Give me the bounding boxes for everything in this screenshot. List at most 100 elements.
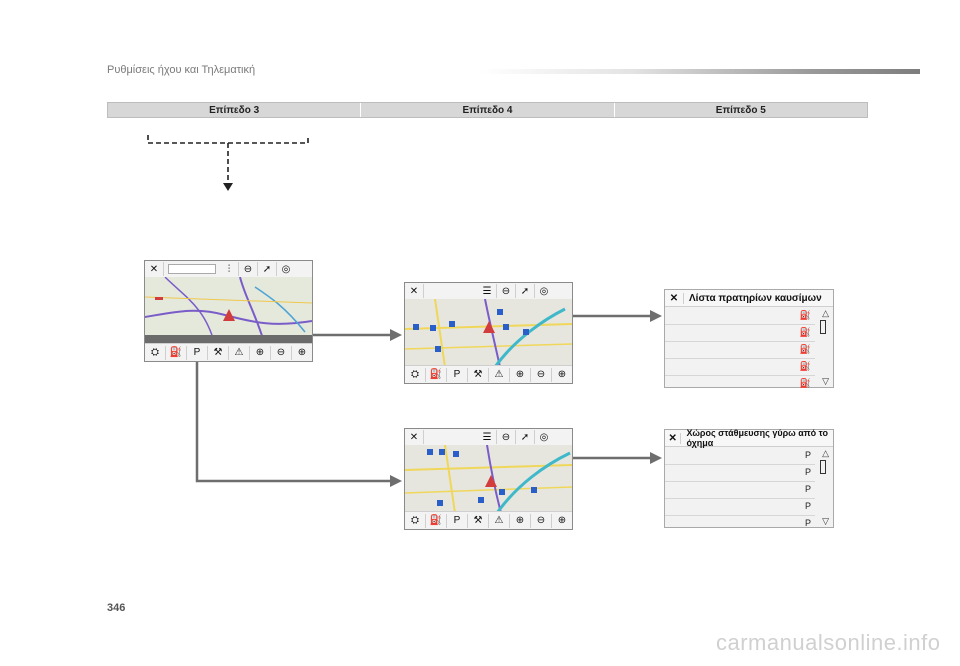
map-drawing xyxy=(405,444,572,514)
arrowhead-fuel-map xyxy=(390,329,402,341)
map-area[interactable] xyxy=(405,298,572,368)
scroll-down-icon[interactable]: ▽ xyxy=(822,516,829,526)
map-area[interactable] xyxy=(405,444,572,514)
zoom-in-icon: ⊕ xyxy=(515,515,525,526)
close-icon[interactable]: ✕ xyxy=(665,292,684,304)
scrollbar-thumb[interactable] xyxy=(820,320,826,334)
level-3-heading: Επίπεδο 3 xyxy=(108,103,362,117)
parking-button[interactable]: P xyxy=(187,345,208,360)
list-item[interactable]: ⛽ xyxy=(665,341,815,359)
warning-button[interactable]: ⚠ xyxy=(489,513,510,528)
scroll-up-icon[interactable]: △ xyxy=(822,448,829,458)
parking-icon: P xyxy=(453,515,461,526)
menu-button[interactable]: ⊖ xyxy=(239,262,258,276)
level4-fuel-map-screen: ✕ ☰ ⊖ ➚ ◎ ⛭ ⛽ P ⚒ ⚠ ⊕ ⊖ ⊕ xyxy=(404,282,573,384)
view-button[interactable]: ◎ xyxy=(535,430,553,444)
list-item[interactable]: ⛽ xyxy=(665,358,815,376)
list-item[interactable]: P xyxy=(665,481,815,499)
zoom-plus-button[interactable]: ⊕ xyxy=(292,346,312,360)
list-button[interactable]: ☰ xyxy=(478,284,497,298)
poi-button[interactable]: ⛭ xyxy=(405,513,426,528)
list-item[interactable]: P xyxy=(665,447,815,465)
arrowhead-parking-map xyxy=(390,475,402,487)
compass-button[interactable]: ➚ xyxy=(516,430,535,444)
level-4-heading: Επίπεδο 4 xyxy=(361,103,615,117)
circle-menu-icon: ⊖ xyxy=(243,263,253,275)
parking-button[interactable]: P xyxy=(447,367,468,382)
compass-button[interactable]: ➚ xyxy=(516,284,535,298)
view-button[interactable]: ◎ xyxy=(535,284,553,298)
zoom-plus-button[interactable]: ⊕ xyxy=(552,514,572,528)
screen-top-toolbar: ✕ ☰ ⊖ ➚ ◎ xyxy=(405,429,572,446)
zoom-in-button[interactable]: ⊕ xyxy=(510,513,531,528)
screen-top-toolbar: ✕ ☰ ⊖ ➚ ◎ xyxy=(405,283,572,300)
fuel-pump-icon: ⛽ xyxy=(429,515,443,526)
parking-icon: P xyxy=(193,347,201,358)
circle-menu-icon: ⊖ xyxy=(501,285,511,297)
zoom-plus-button[interactable]: ⊕ xyxy=(552,368,572,382)
list-icon: ☰ xyxy=(482,431,492,443)
list-item[interactable]: ⛽ xyxy=(665,375,815,388)
compass-button[interactable]: ➚ xyxy=(258,262,277,276)
compass-icon: ➚ xyxy=(520,431,530,443)
warning-icon: ⚠ xyxy=(234,347,244,358)
fuel-button[interactable]: ⛽ xyxy=(426,513,447,528)
fuel-pump-icon: ⛽ xyxy=(799,327,811,337)
address-field[interactable] xyxy=(168,264,216,274)
dealer-button[interactable]: ⚒ xyxy=(468,513,489,528)
zoom-in-button[interactable]: ⊕ xyxy=(250,345,271,360)
list-button[interactable]: ☰ xyxy=(478,430,497,444)
view-icon: ◎ xyxy=(539,431,549,443)
scroll-down-icon[interactable]: ▽ xyxy=(822,376,829,386)
map-area[interactable] xyxy=(145,276,312,346)
menu-button[interactable]: ⊖ xyxy=(497,430,516,444)
parking-icon: P xyxy=(804,484,811,494)
parking-icon: P xyxy=(804,467,811,477)
list-item[interactable]: ⛽ xyxy=(665,324,815,342)
compass-icon: ➚ xyxy=(520,285,530,297)
fuel-pump-icon: ⛽ xyxy=(169,347,183,358)
view-button[interactable]: ◎ xyxy=(277,262,295,276)
zoom-in-icon: ⊕ xyxy=(255,347,265,358)
menu-button[interactable]: ⊖ xyxy=(497,284,516,298)
scrollbar-thumb[interactable] xyxy=(820,460,826,474)
zoom-out-button[interactable]: ⊖ xyxy=(531,367,552,382)
arrow-to-parking-map xyxy=(195,356,390,483)
compass-icon: ➚ xyxy=(262,263,272,275)
close-icon[interactable]: ✕ xyxy=(665,432,682,444)
dealer-button[interactable]: ⚒ xyxy=(208,345,229,360)
close-button[interactable]: ✕ xyxy=(145,262,164,276)
zoom-out-icon: ⊖ xyxy=(536,515,546,526)
dealer-button[interactable]: ⚒ xyxy=(468,367,489,382)
parking-button[interactable]: P xyxy=(447,513,468,528)
fuel-list-header: ✕ Λίστα πρατηρίων καυσίμων xyxy=(665,290,833,307)
parking-list-title: Χώρος στάθμευσης γύρω από το όχημα xyxy=(686,428,828,448)
warning-button[interactable]: ⚠ xyxy=(229,345,250,360)
zoom-out-button[interactable]: ⊖ xyxy=(531,513,552,528)
list-item[interactable]: P xyxy=(665,464,815,482)
poi-button[interactable]: ⛭ xyxy=(405,367,426,382)
list-item[interactable]: P xyxy=(665,515,815,528)
zoom-plus-icon: ⊕ xyxy=(557,515,567,526)
settings-button[interactable]: ⫶ xyxy=(220,262,239,276)
scroll-up-icon[interactable]: △ xyxy=(822,308,829,318)
zoom-in-button[interactable]: ⊕ xyxy=(510,367,531,382)
screen-bottom-toolbar: ⛭ ⛽ P ⚒ ⚠ ⊕ ⊖ ⊕ xyxy=(145,343,312,361)
fuel-button[interactable]: ⛽ xyxy=(166,345,187,360)
zoom-plus-icon: ⊕ xyxy=(297,347,307,358)
close-button[interactable]: ✕ xyxy=(405,430,424,444)
close-button[interactable]: ✕ xyxy=(405,284,424,298)
zoom-out-button[interactable]: ⊖ xyxy=(271,345,292,360)
list-item[interactable]: P xyxy=(665,498,815,516)
poi-button[interactable]: ⛭ xyxy=(145,345,166,360)
zoom-in-icon: ⊕ xyxy=(515,369,525,380)
dealer-icon: ⚒ xyxy=(473,369,483,380)
fuel-pump-icon: ⛽ xyxy=(799,378,811,388)
fuel-button[interactable]: ⛽ xyxy=(426,367,447,382)
level-table: Επίπεδο 3 Επίπεδο 4 Επίπεδο 5 xyxy=(107,102,868,118)
warning-button[interactable]: ⚠ xyxy=(489,367,510,382)
dealer-icon: ⚒ xyxy=(213,347,223,358)
parking-list-header: ✕ Χώρος στάθμευσης γύρω από το όχημα xyxy=(665,428,833,448)
fuel-pump-icon: ⛽ xyxy=(799,344,811,354)
list-item[interactable]: ⛽ xyxy=(665,307,815,325)
